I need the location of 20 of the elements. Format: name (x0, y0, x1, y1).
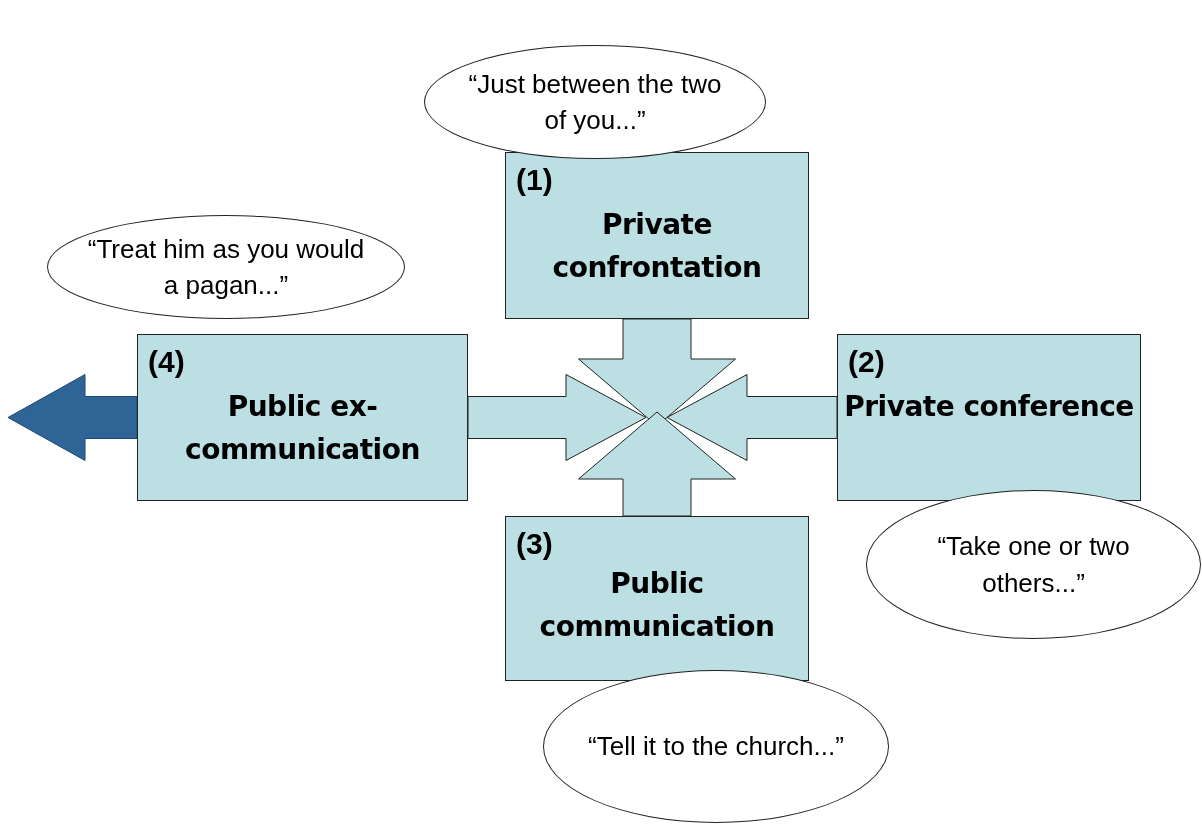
step-number: (1) (516, 163, 553, 197)
block-arrow (666, 374, 838, 461)
quote-text: “Just between the two of you...” (467, 67, 723, 137)
quote-text: “Tell it to the church...” (587, 730, 845, 764)
step-title: Private confrontation (551, 207, 763, 287)
quote-text: “Treat him as you would a pagan...” (86, 232, 366, 302)
step-number: (4) (148, 345, 185, 379)
step-box (137, 334, 468, 501)
exit-arrow (7, 374, 138, 461)
step-box (505, 516, 809, 681)
step-title: Public ex-communication (184, 389, 421, 469)
block-arrow (578, 411, 736, 517)
step-box (837, 334, 1141, 501)
step-number: (3) (516, 527, 553, 561)
step-title: Private conference (843, 389, 1135, 425)
block-arrow (467, 374, 647, 461)
step-box (505, 152, 809, 319)
quote-text: “Take one or two others...” (936, 530, 1131, 600)
step-number: (2) (848, 345, 885, 379)
step-title: Public communication (538, 566, 776, 646)
